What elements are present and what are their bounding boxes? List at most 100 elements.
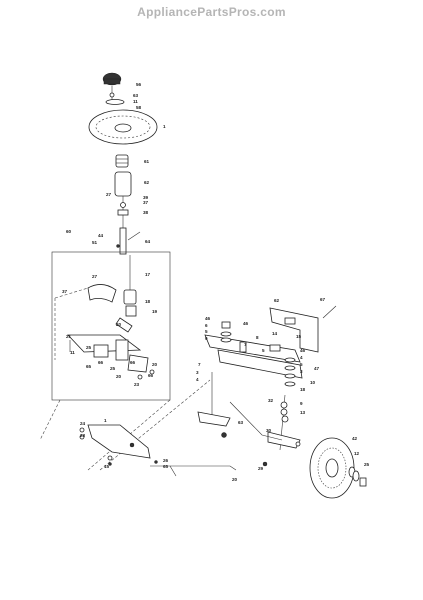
callout-label: 38 bbox=[143, 210, 149, 215]
callout-label: 20 bbox=[232, 477, 238, 482]
callout-label: 25 bbox=[364, 462, 370, 467]
callout-label: 5 bbox=[300, 362, 303, 367]
site-watermark-header: AppliancePartsPros.com bbox=[0, 0, 423, 24]
support-bracket[interactable] bbox=[115, 339, 129, 361]
callout-label: 62 bbox=[144, 180, 150, 185]
callout-label: 7 bbox=[244, 342, 247, 347]
callout-label: 12 bbox=[354, 451, 360, 456]
callout-label: 66 bbox=[98, 360, 104, 365]
drag-link-bracket[interactable] bbox=[87, 424, 151, 459]
callout-label: 14 bbox=[272, 331, 278, 336]
callout-label: 15 bbox=[104, 464, 110, 469]
callout-label: 25 bbox=[110, 366, 116, 371]
callout-label: 62 bbox=[274, 298, 280, 303]
callout-label: 60 bbox=[66, 229, 72, 234]
site-watermark-text: AppliancePartsPros.com bbox=[137, 5, 286, 19]
callout-label: 20 bbox=[116, 322, 122, 327]
callout-label: 58 bbox=[136, 105, 142, 110]
callout-label: 13 bbox=[300, 410, 306, 415]
callout-label: 39 bbox=[143, 195, 149, 200]
drag-link-rod[interactable] bbox=[150, 465, 237, 471]
bushing-part[interactable] bbox=[120, 202, 126, 208]
callout-label: 21 bbox=[66, 334, 72, 339]
callout-label: 63 bbox=[238, 420, 244, 425]
callout-label: 32 bbox=[268, 398, 274, 403]
callout-labels: 56 63 11 58 1 61 62 27 39 37 38 44 51 64… bbox=[62, 82, 370, 482]
lower-bracket[interactable] bbox=[127, 354, 149, 373]
callout-label: 9 bbox=[205, 336, 208, 341]
callout-label: 65 bbox=[86, 364, 92, 369]
callout-label: 23 bbox=[80, 433, 86, 438]
callout-label: 18 bbox=[145, 299, 151, 304]
callout-label: 7 bbox=[198, 362, 201, 367]
callout-label: 6 bbox=[205, 323, 208, 328]
callout-label: 64 bbox=[145, 239, 151, 244]
callout-label: 19 bbox=[152, 309, 158, 314]
steering-cap[interactable] bbox=[102, 72, 122, 86]
callout-label: 15 bbox=[296, 334, 302, 339]
spacer-stack-right[interactable] bbox=[284, 357, 296, 387]
callout-label: 23 bbox=[134, 382, 140, 387]
steering-gear-box-frame bbox=[51, 251, 171, 401]
callout-label: 11 bbox=[70, 350, 75, 355]
callout-label: 56 bbox=[136, 82, 142, 87]
spacer-stack-left[interactable] bbox=[220, 321, 232, 343]
callout-label: 5 bbox=[205, 329, 208, 334]
adapter-plate[interactable] bbox=[105, 99, 125, 105]
callout-label: 67 bbox=[320, 297, 326, 302]
callout-label: 5 bbox=[262, 348, 265, 353]
callout-label: 61 bbox=[144, 159, 150, 164]
callout-label: 46 bbox=[205, 316, 211, 321]
steering-wheel[interactable] bbox=[88, 109, 158, 145]
callout-label: 30 bbox=[266, 428, 272, 433]
steering-bellows[interactable] bbox=[115, 154, 129, 168]
callout-label: 37 bbox=[143, 200, 149, 205]
callout-label: 1 bbox=[104, 418, 107, 423]
callout-label: 44 bbox=[98, 233, 104, 238]
callout-label: 37 bbox=[62, 289, 68, 294]
callout-label: 25 bbox=[86, 345, 92, 350]
callout-label: 17 bbox=[145, 272, 151, 277]
callout-label: 8 bbox=[256, 335, 259, 340]
callout-label: 3 bbox=[300, 369, 303, 374]
callout-label: 20 bbox=[152, 362, 158, 367]
callout-label: 42 bbox=[352, 436, 358, 441]
callout-label: 11 bbox=[133, 99, 138, 104]
bearing-block[interactable] bbox=[93, 344, 109, 358]
callout-label: 65 bbox=[163, 464, 169, 469]
wheel-hardware[interactable] bbox=[348, 466, 367, 487]
callout-label: 47 bbox=[314, 366, 320, 371]
column-bracket[interactable] bbox=[117, 209, 129, 216]
callout-label: 10 bbox=[310, 380, 316, 385]
callout-label: 1 bbox=[163, 124, 166, 129]
callout-label: 66 bbox=[130, 360, 136, 365]
sector-gear[interactable] bbox=[87, 284, 117, 303]
callout-label: 18 bbox=[300, 387, 306, 392]
callout-label: 4 bbox=[300, 355, 303, 360]
front-wheel[interactable] bbox=[309, 437, 355, 499]
callout-label: 26 bbox=[163, 458, 169, 463]
callout-label: 9 bbox=[300, 401, 303, 406]
callout-label: 27 bbox=[92, 274, 98, 279]
callout-label: 3 bbox=[196, 370, 199, 375]
washer-part[interactable] bbox=[109, 92, 115, 98]
pin-part[interactable] bbox=[116, 244, 120, 248]
left-spindle[interactable] bbox=[197, 372, 231, 427]
steering-shaft-lower[interactable] bbox=[119, 227, 127, 255]
pinion-gear[interactable] bbox=[123, 289, 137, 317]
axle-support-bracket[interactable] bbox=[269, 307, 319, 353]
steering-column-boot[interactable] bbox=[114, 171, 132, 197]
callout-label: 66 bbox=[148, 373, 154, 378]
callout-label: 46 bbox=[300, 348, 306, 353]
steering-arm-small[interactable] bbox=[115, 317, 133, 333]
tie-rod[interactable] bbox=[229, 401, 283, 441]
callout-label: 4 bbox=[196, 377, 199, 382]
callout-label: 46 bbox=[243, 321, 249, 326]
callout-label: 24 bbox=[80, 421, 86, 426]
callout-label: 51 bbox=[92, 240, 98, 245]
callout-label: 20 bbox=[116, 374, 122, 379]
front-axle[interactable] bbox=[204, 334, 303, 379]
callout-label: 27 bbox=[106, 192, 112, 197]
callout-label: 29 bbox=[258, 466, 264, 471]
